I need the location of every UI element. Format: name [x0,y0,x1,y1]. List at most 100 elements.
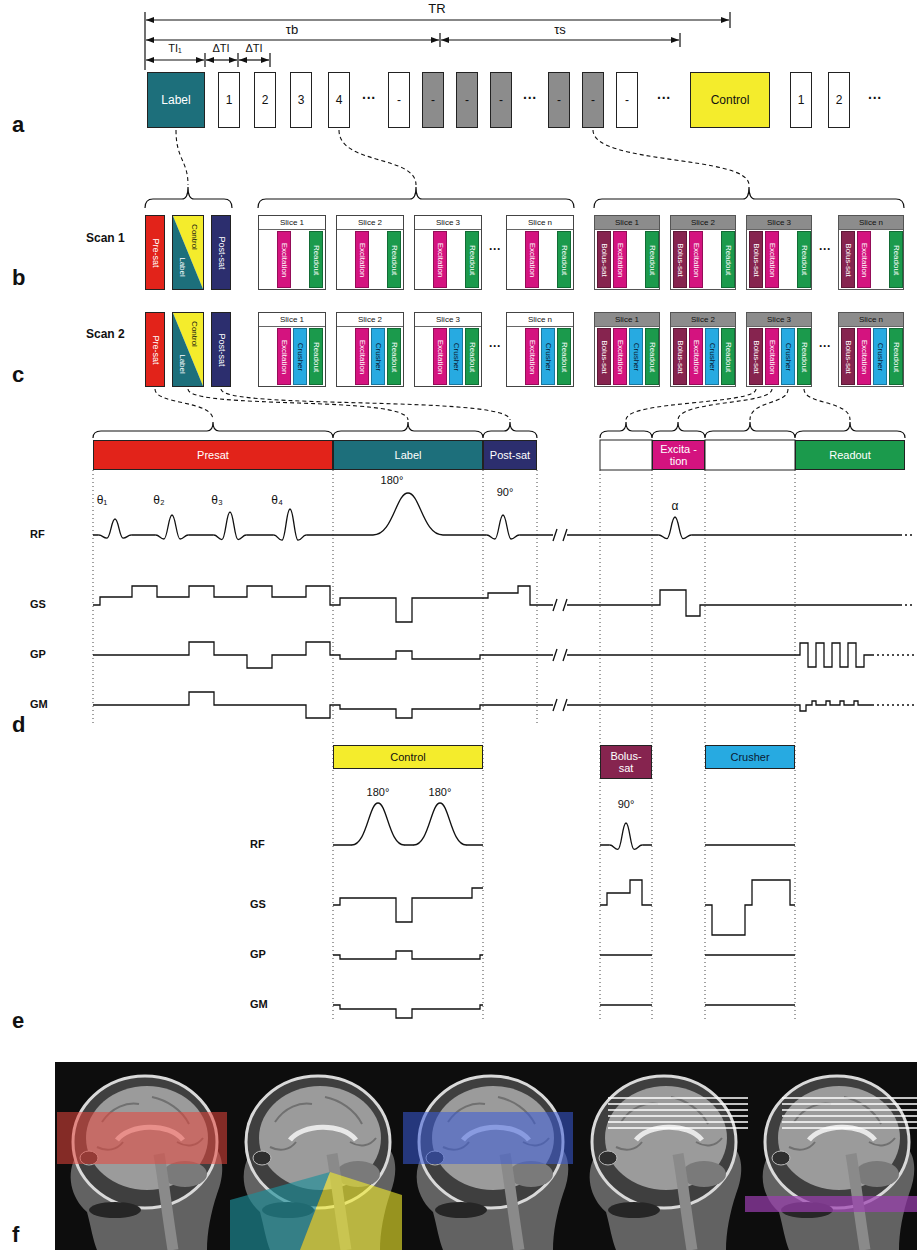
tick-marks [145,12,730,70]
module-name: Readout [468,244,476,274]
module-name: Post-sat [217,333,226,366]
module-name: Excitation [358,242,366,277]
module-name: Readout [724,244,732,274]
block-name: Excita -tion [653,443,704,467]
readout-strip: Readout [797,231,811,288]
module-name: Readout [560,244,568,274]
continuation-dots [872,535,915,705]
module-name: Excitation [860,242,868,277]
readout-strip: Readout [889,328,903,385]
bolus-sat-bar: Bolus- sat [600,745,652,779]
slice-title: Slice 2 [671,216,735,230]
slice-title: Slice 1 [259,216,325,230]
panel-letter: e [12,1008,24,1033]
module-name: Bolus-sat [676,340,684,373]
crusher-strip: Crusher [541,328,555,385]
slice-title: Slice 3 [415,313,481,327]
bolus-sat-strip: Bolus-sat [597,231,611,288]
excitation-strip: Excitation [525,231,539,288]
bolus-sat-strip: Bolus-sat [749,328,763,385]
excitation-strip: Excitation [525,328,539,385]
excitation-strip: Excitation [689,231,703,288]
module-name: Bolus-sat [600,243,608,276]
readout-strip: Readout [889,231,903,288]
readout-strip: Readout [465,231,479,288]
flip-angle: 90° [497,486,514,499]
readout-strip: Readout [721,231,735,288]
image-strip [55,1062,917,1250]
block-name: 1 [226,93,233,107]
module-name: Excitation [692,242,700,277]
excitation-strip: Excitation [277,231,291,288]
dimension-label: τb [286,23,298,38]
slice-box: Slice 2 Bolus-sat Excitation Readout [670,215,736,290]
flip-angle: α [672,500,679,514]
slice-box: Slice 1Bolus-satExcitationCrusherReadout [594,312,660,387]
slice-box: Slice 1Excitation Readout [258,215,326,290]
excitation-strip: Excitation [857,231,871,288]
timing-guide [93,470,795,1020]
module-name: Readout [468,341,476,371]
module-name: Readout [892,244,900,274]
slice-title: Slice 3 [747,313,811,327]
readout-strip: Readout [645,328,659,385]
module-name: Crusher [374,342,382,370]
module-name: Post-sat [217,236,226,269]
channel-label: GM [250,998,268,1011]
ellipsis: ··· [362,90,376,106]
slice-box: Slice 2ExcitationReadout [336,215,404,290]
dimension-label: ΔTI [245,42,262,55]
crusher-strip: Crusher [293,328,307,385]
presat-pulse [274,509,306,540]
bolus-sat-pulse [610,823,642,849]
pulse-name: Control [190,224,198,250]
ellipsis: ··· [489,243,501,257]
ellipsis: ··· [819,340,831,354]
slice-title: Slice n [507,313,573,327]
slice-title: Slice 3 [747,216,811,230]
module-name: Readout [724,341,732,371]
channel-label: GP [30,648,46,661]
readout-strip: Readout [309,328,323,385]
control-block: Control [690,72,770,128]
module-name: Bolus-sat [676,243,684,276]
bolus-sat-strip: Bolus-sat [673,328,687,385]
module-name: Crusher [452,342,460,370]
flip-angle: θ₄ [271,494,283,508]
module-name: Excitation [616,242,624,277]
panel-letter: a [12,112,24,137]
block-name: 4 [336,93,343,107]
control-half [173,313,203,386]
slice-box: Slice 3Bolus-satExcitationCrusherReadout [746,312,812,387]
crusher-strip: Crusher [449,328,463,385]
crusher-strip: Crusher [873,328,887,385]
postsat-pulse [487,515,519,539]
module-name: Excitation [358,339,366,374]
presat-box: Pre-sat [145,215,165,290]
readout-strip: Readout [797,328,811,385]
channel-label: GP [250,948,266,961]
channel-label: RF [250,838,265,851]
ellipsis: ··· [819,243,831,257]
module-name: Readout [312,244,320,274]
crusher-strip: Crusher [781,328,795,385]
excitation-strip: Excitation [765,328,779,385]
panel-letter: c [12,362,24,387]
ellipsis: ··· [489,340,501,354]
module-name: Excitation [528,339,536,374]
slice-box: Slice 3Bolus-satExcitationReadout [746,215,812,290]
mri-slice [590,1076,742,1250]
slice-title: Slice n [839,313,903,327]
slice-title: Slice n [839,216,903,230]
bolus-sat-strip: Bolus-sat [841,231,855,288]
control-half [173,216,203,289]
excitation-strip: Excitation [433,231,447,288]
slice-title: Slice 1 [595,313,659,327]
block-name: - [499,93,503,107]
slice-slot-block: 1 [218,72,240,128]
empty-segment [705,440,795,470]
readout-bar: Readout [795,440,905,470]
module-name: Excitation [528,242,536,277]
slice-title: Slice 2 [337,313,403,327]
block-name: - [591,93,595,107]
